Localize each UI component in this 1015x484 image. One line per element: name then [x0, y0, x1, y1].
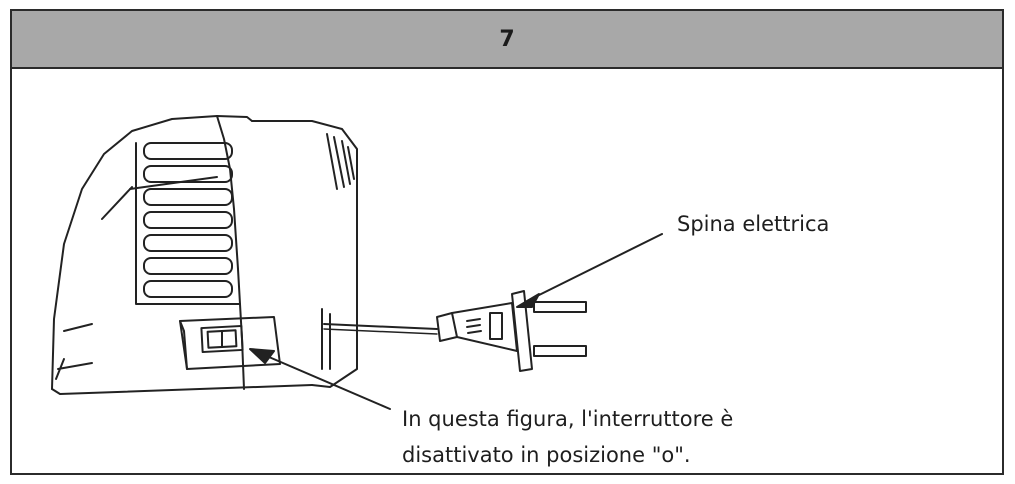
switch-label: In questa figura, l'interruttore è disat… — [402, 401, 733, 473]
appliance-body — [51, 115, 358, 395]
plug-arrowhead — [516, 293, 540, 308]
switch-label-line-2: disattivato in posizione "o". — [402, 443, 691, 467]
switch-housing — [179, 316, 281, 370]
vent-grille — [135, 142, 241, 305]
plug-label-text: Spina elettrica — [677, 212, 830, 236]
power-cord — [323, 323, 438, 330]
plug-label: Spina elettrica — [677, 206, 829, 242]
appliance-illustration — [51, 115, 663, 410]
switch-arrowhead — [249, 348, 275, 364]
plug-leader-line — [526, 233, 663, 302]
electric-plug — [436, 290, 587, 372]
step-header: 7 — [12, 11, 1002, 69]
switch-leader-line — [261, 353, 391, 410]
switch-label-line-1: In questa figura, l'interruttore è — [402, 407, 734, 431]
step-number: 7 — [499, 26, 515, 52]
step-panel: 7 — [10, 9, 1004, 475]
